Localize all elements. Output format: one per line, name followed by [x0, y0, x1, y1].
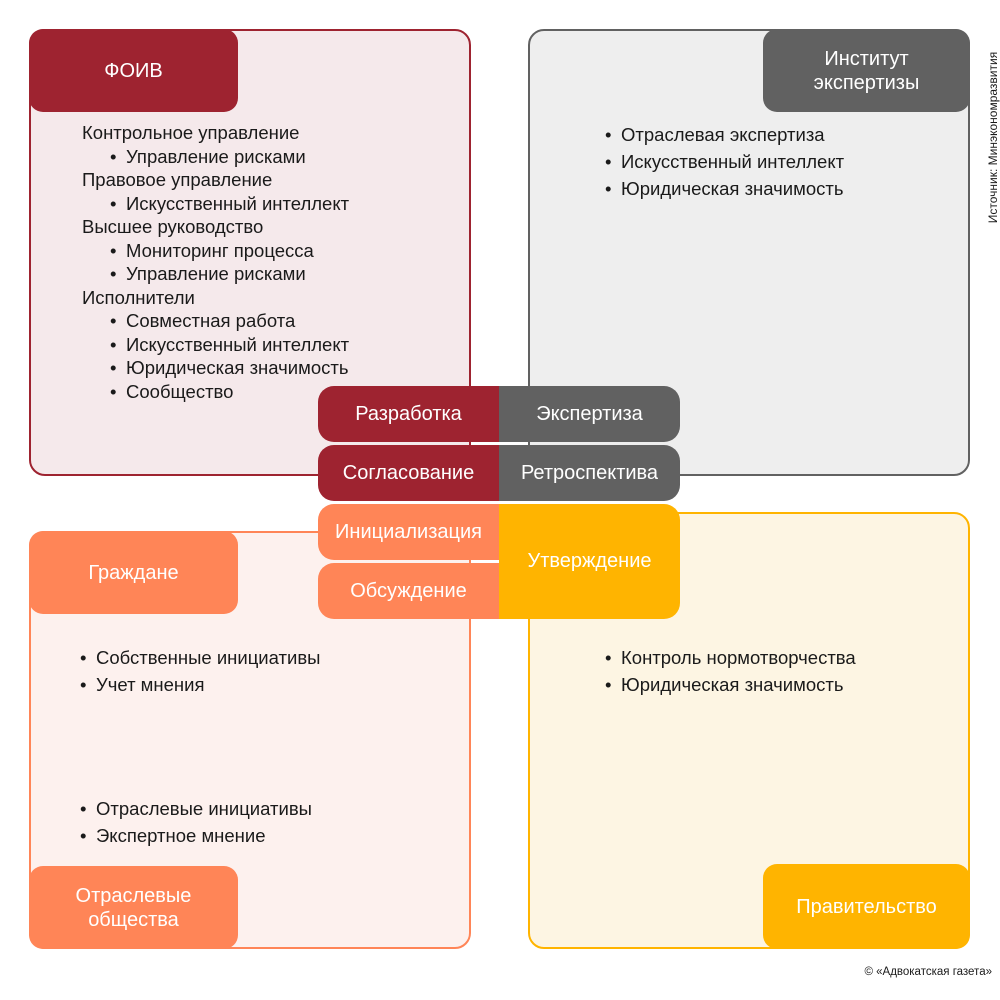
bullet-icon: •	[110, 145, 117, 167]
list-item-text: Искусственный интеллект	[126, 192, 350, 214]
bullet-icon: •	[110, 310, 117, 331]
list-item-text: Контрольное управление	[82, 122, 300, 143]
foiv-list: Контрольное управление•Управление рискам…	[82, 121, 349, 403]
list-item-text: Контроль нормотворчества	[621, 647, 856, 668]
list-item-text: Собственные инициативы	[96, 647, 321, 668]
list-item: Контрольное управление	[82, 121, 349, 145]
stage-initialization: Инициализация	[318, 504, 499, 560]
list-item-text: Экспертное мнение	[96, 825, 266, 846]
list-item-text: Отраслевые инициативы	[96, 798, 312, 819]
foiv-title: ФОИВ	[29, 29, 238, 112]
list-item-text: Искусственный интеллект	[621, 151, 845, 172]
source-note: Источник: Минэкономразвития	[986, 45, 1000, 230]
list-item-text: Совместная работа	[126, 310, 296, 331]
bullet-icon: •	[80, 825, 87, 846]
list-item: • Искусственный интеллект	[605, 148, 844, 175]
government-list: • Контроль нормотворчества • Юридическая зн…	[605, 644, 856, 698]
bullet-icon: •	[110, 192, 117, 214]
citizens-title: Граждане	[29, 531, 238, 614]
list-item: • Юридическая значимость	[605, 175, 844, 202]
list-item-text: Юридическая значимость	[621, 674, 844, 695]
copyright-note: © «Адвокатская газета»	[864, 966, 992, 978]
list-item: • Юридическая значимость	[605, 671, 856, 698]
bullet-icon: •	[605, 124, 612, 145]
government-title: Правительство	[763, 864, 970, 949]
list-item: Высшее руководство	[82, 215, 349, 239]
bullet-icon: •	[110, 263, 117, 284]
expertise-institute-title-text: Институт экспертизы	[813, 47, 920, 94]
bullet-icon: •	[80, 674, 87, 695]
list-item: • Управление рисками	[82, 262, 349, 286]
list-item-text: Управление рисками	[126, 263, 306, 284]
bullet-icon: •	[110, 357, 117, 378]
list-item: • Искусственный интеллект	[82, 333, 349, 357]
list-item: • Учет мнения	[80, 671, 320, 698]
list-item-text: Исполнители	[82, 286, 195, 308]
list-item: • Собственные инициативы	[80, 644, 320, 671]
stage-agreement: Согласование	[318, 445, 499, 501]
list-item: • Управление рисками	[82, 145, 349, 169]
list-item: • Мониторинг процесса	[82, 239, 349, 263]
stage-discussion: Обсуждение	[318, 563, 499, 619]
list-item: • Искусственный интеллект	[82, 192, 349, 216]
list-item: • Совместная работа	[82, 309, 349, 333]
bullet-icon: •	[80, 647, 87, 668]
list-item: Правовое управление	[82, 168, 349, 192]
expertise-institute-list: • Отраслевая экспертиза • Искусственный инт…	[605, 121, 844, 202]
source-text: Источник: Минэкономразвития	[986, 51, 1000, 224]
list-item: • Контроль нормотворчества	[605, 644, 856, 671]
stage-development: Разработка	[318, 386, 499, 442]
list-item-text: Учет мнения	[96, 674, 205, 695]
stage-expertise: Экспертиза	[499, 386, 680, 442]
list-item-text: Юридическая значимость	[621, 178, 844, 199]
list-item: • Отраслевые инициативы	[80, 795, 312, 822]
industry-societies-list: • Отраслевые инициативы • Экспертное мнение	[80, 795, 312, 849]
bullet-icon: •	[605, 151, 612, 172]
list-item: • Отраслевая экспертиза	[605, 121, 844, 148]
stage-approval: Утверждение	[499, 504, 680, 619]
bullet-icon: •	[110, 239, 117, 261]
industry-societies-title: Отраслевые общества	[29, 866, 238, 949]
bullet-icon: •	[605, 674, 612, 695]
bullet-icon: •	[110, 380, 117, 402]
list-item-text: Юридическая значимость	[126, 357, 349, 378]
citizens-list: • Собственные инициативы • Учет мнения	[80, 644, 320, 698]
list-item-text: Управление рисками	[126, 145, 306, 167]
list-item-text: Искусственный интеллект	[126, 333, 350, 355]
list-item-text: Мониторинг процесса	[126, 239, 314, 261]
list-item: Исполнители	[82, 286, 349, 310]
list-item: • Юридическая значимость	[82, 356, 349, 380]
bullet-icon: •	[605, 647, 612, 668]
expertise-institute-title: Институт экспертизы	[763, 29, 970, 112]
list-item: • Экспертное мнение	[80, 822, 312, 849]
list-item-text: Высшее руководство	[82, 216, 264, 237]
list-item: • Сообщество	[82, 380, 349, 404]
list-item-text: Сообщество	[126, 380, 234, 402]
stage-retrospective: Ретроспектива	[499, 445, 680, 501]
bullet-icon: •	[80, 798, 87, 819]
bullet-icon: •	[605, 178, 612, 199]
list-item-text: Отраслевая экспертиза	[621, 124, 825, 145]
list-item-text: Правовое управление	[82, 169, 273, 190]
industry-societies-title-text: Отраслевые общества	[75, 884, 192, 931]
bullet-icon: •	[110, 333, 117, 355]
